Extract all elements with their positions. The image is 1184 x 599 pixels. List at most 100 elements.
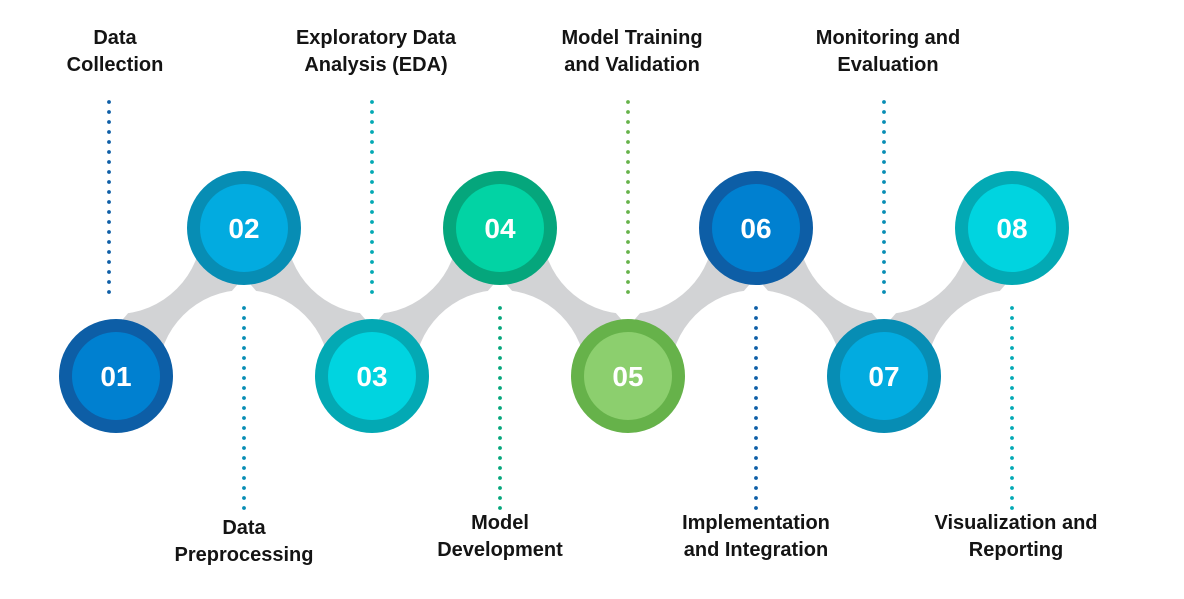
dotted-line-dot bbox=[242, 386, 246, 390]
dotted-line-dot bbox=[242, 356, 246, 360]
dotted-line-dot bbox=[882, 160, 886, 164]
dotted-line-dot bbox=[370, 140, 374, 144]
step-03-number: 03 bbox=[356, 361, 387, 392]
step-04-circle bbox=[456, 184, 544, 272]
dotted-line-dot bbox=[626, 140, 630, 144]
dotted-line-dot bbox=[882, 220, 886, 224]
dotted-line-dot bbox=[498, 376, 502, 380]
step-02-number: 02 bbox=[228, 213, 259, 244]
dotted-line-dot bbox=[242, 496, 246, 500]
dotted-line-dot bbox=[498, 306, 502, 310]
dotted-line-dot bbox=[498, 366, 502, 370]
label-line: and Integration bbox=[683, 539, 829, 561]
dotted-line-dot bbox=[1010, 446, 1014, 450]
dotted-line-dot bbox=[107, 110, 111, 114]
dotted-line-dot bbox=[107, 120, 111, 124]
dotted-line-dot bbox=[107, 160, 111, 164]
dotted-line-dot bbox=[498, 466, 502, 470]
dotted-line-dot bbox=[626, 170, 630, 174]
label-line: Implementation bbox=[682, 512, 830, 534]
dotted-line-dot bbox=[882, 290, 886, 294]
dotted-line-dot bbox=[498, 356, 502, 360]
dotted-line-dot bbox=[370, 100, 374, 104]
dotted-line-dot bbox=[882, 100, 886, 104]
dotted-line-dot bbox=[107, 230, 111, 234]
step-01-number: 01 bbox=[100, 361, 131, 392]
dotted-line-dot bbox=[242, 476, 246, 480]
dotted-line-dot bbox=[498, 446, 502, 450]
dotted-line-dot bbox=[754, 336, 758, 340]
dotted-line-dot bbox=[1010, 436, 1014, 440]
dotted-line-dot bbox=[882, 200, 886, 204]
dotted-line-dot bbox=[1010, 346, 1014, 350]
label-line: Visualization and bbox=[934, 512, 1098, 534]
step-06-circle bbox=[712, 184, 800, 272]
dotted-line-dot bbox=[498, 406, 502, 410]
dotted-line-dot bbox=[626, 190, 630, 194]
label-line: Model bbox=[471, 512, 529, 534]
dotted-line-dot bbox=[107, 130, 111, 134]
step-06-number: 06 bbox=[740, 213, 771, 244]
step-08-number: 08 bbox=[996, 213, 1027, 244]
dotted-line-dot bbox=[370, 260, 374, 264]
dotted-line-dot bbox=[107, 220, 111, 224]
dotted-line-dot bbox=[370, 290, 374, 294]
dotted-line-dot bbox=[754, 386, 758, 390]
dotted-line-dot bbox=[498, 396, 502, 400]
dotted-line-dot bbox=[107, 240, 111, 244]
dotted-line-dot bbox=[242, 466, 246, 470]
dotted-line-dot bbox=[626, 200, 630, 204]
dotted-line-dot bbox=[370, 200, 374, 204]
dotted-line-dot bbox=[498, 336, 502, 340]
dotted-line-dot bbox=[370, 240, 374, 244]
dotted-line-dot bbox=[242, 376, 246, 380]
dotted-line-dot bbox=[1010, 376, 1014, 380]
dotted-line-dot bbox=[882, 270, 886, 274]
dotted-line-dot bbox=[1010, 476, 1014, 480]
step-06-label: Implementation and Integration bbox=[646, 510, 866, 564]
dotted-line-dot bbox=[754, 446, 758, 450]
dotted-line-dot bbox=[370, 220, 374, 224]
dotted-line-dot bbox=[107, 250, 111, 254]
dotted-line-dot bbox=[882, 110, 886, 114]
dotted-line-dot bbox=[242, 346, 246, 350]
dotted-line-dot bbox=[882, 170, 886, 174]
label-line: Collection bbox=[66, 54, 164, 76]
dotted-line-dot bbox=[1010, 336, 1014, 340]
dotted-line-dot bbox=[370, 250, 374, 254]
dotted-line-dot bbox=[882, 150, 886, 154]
dotted-line-dot bbox=[107, 210, 111, 214]
dotted-line-dot bbox=[626, 130, 630, 134]
dotted-line-dot bbox=[107, 200, 111, 204]
dotted-line-dot bbox=[754, 506, 758, 510]
dotted-line-dot bbox=[107, 290, 111, 294]
dotted-line-dot bbox=[754, 416, 758, 420]
dotted-line-dot bbox=[1010, 456, 1014, 460]
dotted-line-dot bbox=[498, 476, 502, 480]
label-line: and Validation bbox=[564, 54, 700, 76]
label-line: Data bbox=[222, 517, 266, 539]
dotted-line-dot bbox=[882, 250, 886, 254]
dotted-line-dot bbox=[498, 456, 502, 460]
dotted-line-dot bbox=[626, 120, 630, 124]
dotted-line-dot bbox=[626, 260, 630, 264]
dotted-line-dot bbox=[370, 190, 374, 194]
dotted-line-dot bbox=[242, 406, 246, 410]
dotted-line-dot bbox=[370, 180, 374, 184]
connector-cutout bbox=[542, 142, 714, 314]
dotted-line-dot bbox=[498, 436, 502, 440]
label-line: Reporting bbox=[968, 539, 1064, 561]
dotted-line-dot bbox=[1010, 416, 1014, 420]
step-02-circle bbox=[200, 184, 288, 272]
dotted-line-dot bbox=[242, 506, 246, 510]
dotted-line-dot bbox=[1010, 496, 1014, 500]
connector-cutout bbox=[798, 142, 970, 314]
dotted-line-dot bbox=[882, 190, 886, 194]
dotted-line-dot bbox=[1010, 386, 1014, 390]
